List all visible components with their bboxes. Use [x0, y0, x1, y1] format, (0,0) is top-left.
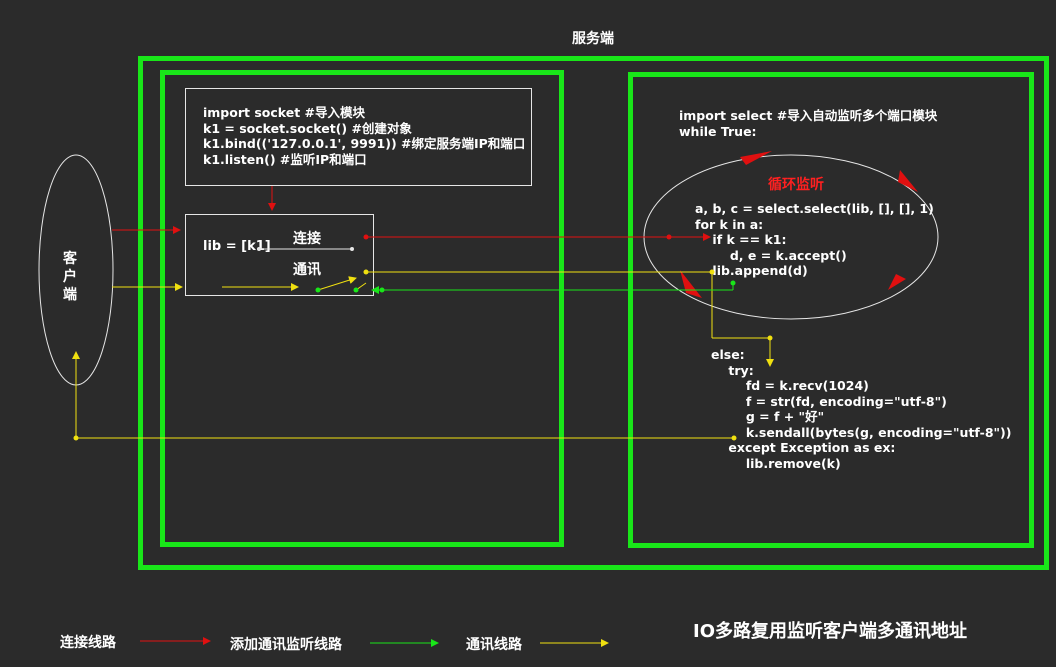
legend-connect-line: 连接线路 [60, 635, 116, 651]
client-label: 客 户 端 [63, 251, 77, 303]
else-code-text: else: try: fd = k.recv(1024) f = str(fd,… [711, 347, 1012, 471]
legend-comm-line: 通讯线路 [466, 637, 522, 653]
select-monitor-box [628, 72, 1034, 548]
lib-label: lib = [k1] [203, 239, 271, 254]
comm-label: 通讯 [293, 262, 321, 278]
connect-label: 连接 [293, 231, 321, 247]
socket-setup-box [160, 70, 564, 547]
diagram-title: IO多路复用监听客户端多通讯地址 [693, 621, 967, 642]
loop-title: 循环监听 [768, 177, 824, 193]
socket-code-box [185, 88, 532, 186]
legend-add-monitor-line: 添加通讯监听线路 [230, 637, 342, 653]
server-outer-box [138, 56, 1049, 570]
select-code-text: import select #导入自动监听多个端口模块 while True: [679, 108, 938, 139]
server-label: 服务端 [572, 31, 614, 47]
socket-code-text: import socket #导入模块 k1 = socket.socket()… [203, 105, 526, 167]
client-ellipse [38, 154, 114, 386]
lib-box [185, 214, 374, 296]
loop-code-text: a, b, c = select.select(lib, [], [], 1) … [695, 201, 934, 278]
